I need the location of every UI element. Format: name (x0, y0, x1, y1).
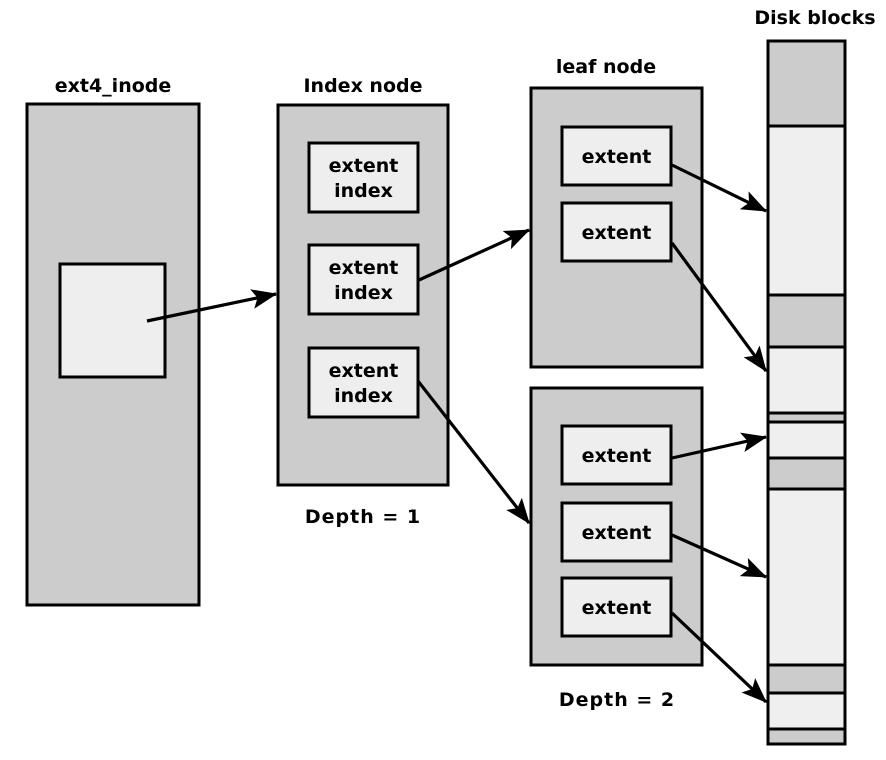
leaf2-extent-label-2: extent (582, 522, 652, 544)
disk-block-11 (766, 727, 847, 746)
disk-block-9 (766, 663, 847, 695)
leaf1-extent1-to-block-arrow (671, 163, 768, 213)
depth-1-label: Depth = 1 (305, 506, 421, 528)
disk-block-segments (766, 39, 847, 746)
extent-index-label-1b: index (334, 180, 393, 202)
leaf2-extent3-to-block-arrow (670, 611, 768, 704)
index-node-group: Index node extent index extent index ext… (276, 75, 450, 528)
leaf2-extent-label-1: extent (582, 445, 652, 467)
leaf-node-title: leaf node (556, 56, 656, 78)
leaf1-extent-label-2: extent (582, 222, 652, 244)
extent-index-label-3b: index (334, 385, 393, 407)
disk-blocks-group: Disk blocks (754, 7, 876, 746)
leaf-node-1-group: leaf node extent extent (529, 56, 704, 369)
disk-block-6 (766, 420, 847, 460)
index-entry2-to-leaf1-arrow (418, 228, 531, 282)
extent-index-cell-1 (307, 141, 420, 214)
leaf2-extent2-to-block-arrow (671, 533, 768, 579)
disk-block-2 (766, 124, 847, 297)
depth-2-label: Depth = 2 (559, 689, 675, 711)
extent-index-cell-3 (307, 346, 420, 419)
leaf2-extent-cell-1 (560, 424, 673, 486)
leaf1-extent-label-1: extent (582, 146, 652, 168)
leaf2-extent-cell-2 (560, 501, 673, 563)
disk-blocks-title: Disk blocks (754, 7, 875, 29)
index-node-title: Index node (303, 75, 422, 97)
disk-block-4 (766, 345, 847, 415)
disk-block-1 (766, 39, 847, 128)
leaf-node-2-group: extent extent extent Depth = 2 (529, 386, 704, 711)
extent-index-label-3a: extent (329, 360, 399, 382)
leaf2-extent1-to-block-arrow (671, 432, 768, 460)
leaf2-extent-label-3: extent (582, 597, 652, 619)
extent-index-cell-2 (307, 243, 420, 316)
extent-index-label-2a: extent (329, 257, 399, 279)
disk-block-3 (766, 293, 847, 349)
connector-arrows (146, 163, 768, 704)
leaf2-extent-cell-3 (560, 576, 673, 638)
leaf1-extent-cell-2 (560, 201, 673, 263)
ext4-inode-title: ext4_inode (55, 75, 172, 97)
disk-block-10 (766, 691, 847, 731)
disk-block-8 (766, 487, 847, 667)
ext4-inode-group: ext4_inode (25, 75, 201, 607)
disk-block-7 (766, 456, 847, 491)
index-entry3-to-leaf2-arrow (416, 380, 531, 525)
extent-index-label-1a: extent (329, 155, 399, 177)
leaf1-extent2-to-block-arrow (670, 242, 768, 373)
inode-to-index-node-arrow (146, 289, 278, 323)
extent-index-label-2b: index (334, 282, 393, 304)
leaf1-extent-cell-1 (560, 125, 673, 187)
